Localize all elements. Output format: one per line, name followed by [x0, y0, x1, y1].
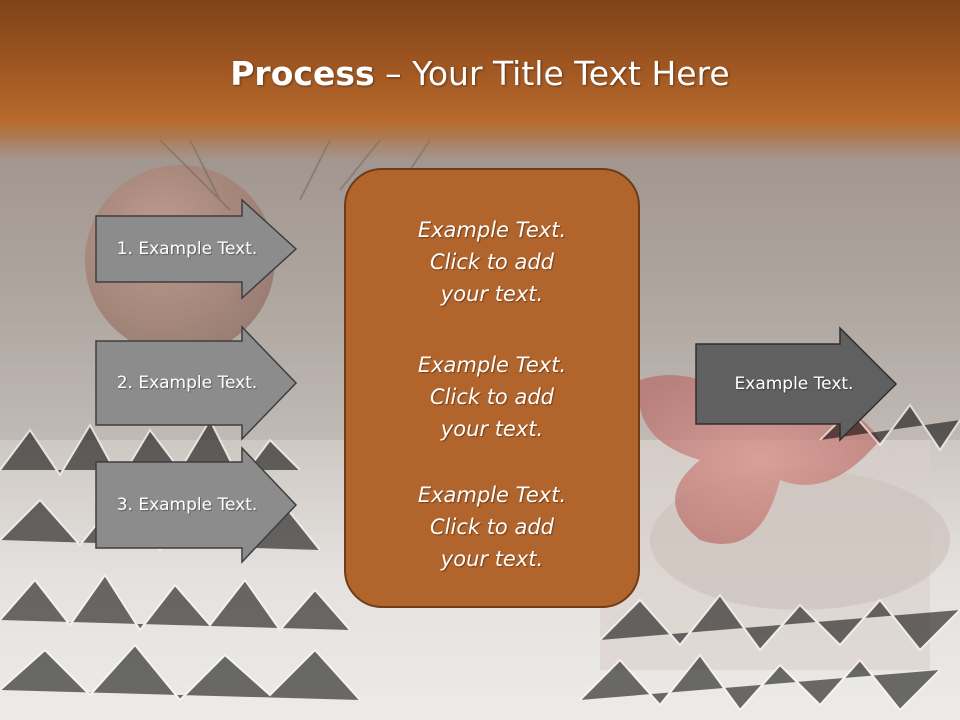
- result-label: Example Text.: [734, 374, 854, 394]
- title-bold: Process: [230, 54, 375, 93]
- process-step-3-label: 3. Example Text.: [116, 495, 258, 515]
- process-step-3-arrow[interactable]: 3. Example Text.: [94, 446, 300, 564]
- process-step-1-arrow[interactable]: 1. Example Text.: [94, 198, 300, 300]
- process-step-2-label: 2. Example Text.: [116, 373, 258, 393]
- center-block-2-line-3: your text.: [440, 417, 544, 441]
- result-arrow[interactable]: Example Text.: [694, 326, 900, 442]
- center-block-3-line-2: Click to add: [429, 515, 554, 539]
- center-text-block-3[interactable]: Example Text. Click to add your text.: [346, 479, 638, 575]
- process-step-2-arrow[interactable]: 2. Example Text.: [94, 325, 300, 441]
- center-text-block-2[interactable]: Example Text. Click to add your text.: [346, 349, 638, 445]
- center-block-2-line-1: Example Text.: [417, 353, 567, 377]
- title-band: [0, 0, 960, 160]
- center-block-1-line-1: Example Text.: [417, 218, 567, 242]
- center-block-2-line-2: Click to add: [429, 385, 554, 409]
- center-block-1-line-2: Click to add: [429, 250, 554, 274]
- center-text-box[interactable]: Example Text. Click to add your text. Ex…: [344, 168, 640, 608]
- center-block-1-line-3: your text.: [440, 282, 544, 306]
- title-rest: – Your Title Text Here: [374, 54, 730, 93]
- center-block-3-line-1: Example Text.: [417, 483, 567, 507]
- process-step-1-label: 1. Example Text.: [116, 239, 258, 259]
- center-text-block-1[interactable]: Example Text. Click to add your text.: [346, 214, 638, 310]
- center-block-3-line-3: your text.: [440, 547, 544, 571]
- slide-title[interactable]: Process – Your Title Text Here: [0, 52, 960, 96]
